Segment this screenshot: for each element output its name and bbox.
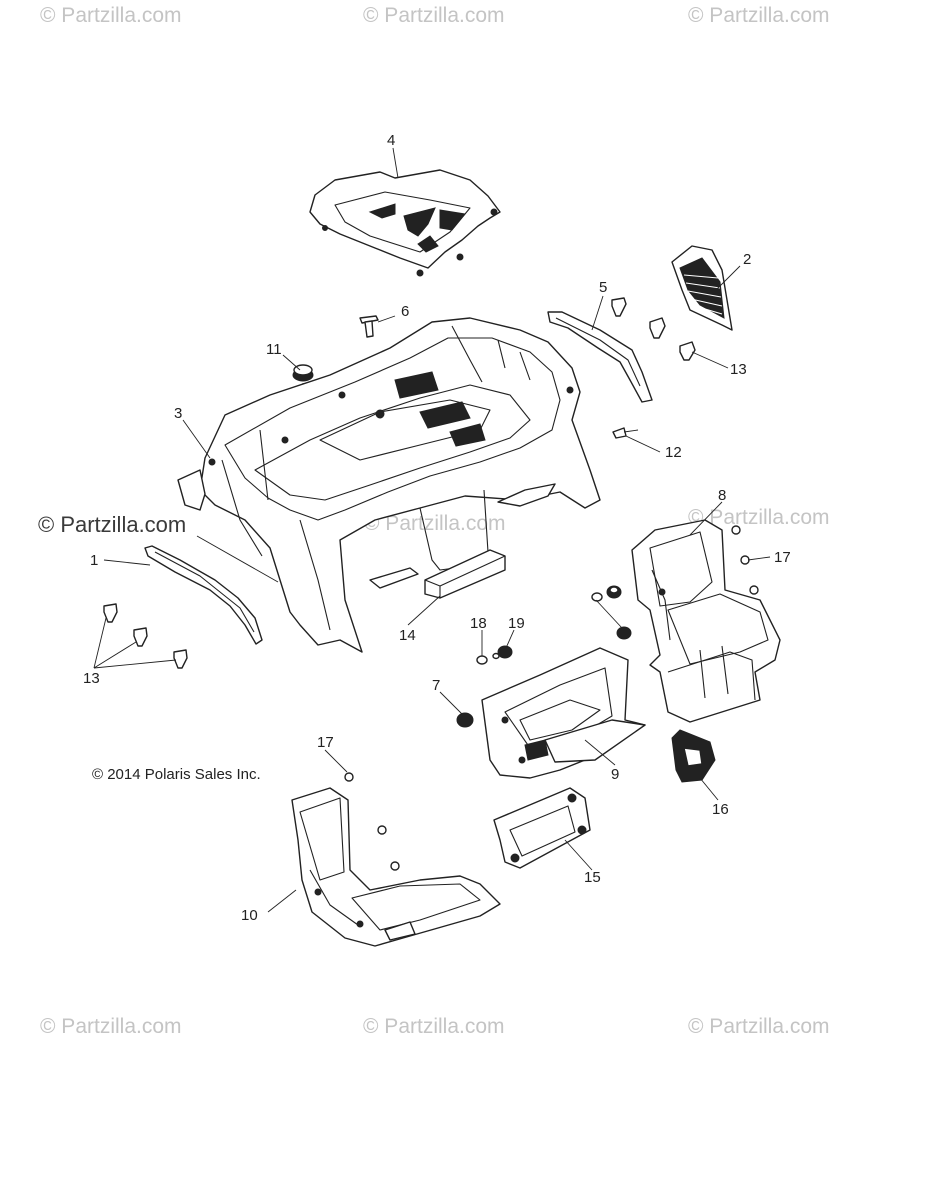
part-14-foam-strip — [424, 549, 506, 599]
bin-mount-hardware — [591, 585, 632, 640]
part-11-grommet — [292, 364, 314, 382]
part-3-cargo-box — [199, 317, 601, 653]
part-2-grille — [671, 245, 733, 331]
callout-3: 3 — [174, 405, 182, 422]
part-7-nut — [456, 712, 474, 728]
callout-17-left: 17 — [317, 734, 334, 751]
watermark: © Partzilla.com — [40, 4, 182, 27]
part-13-fastener-group-right — [611, 297, 696, 361]
watermark: © Partzilla.com — [688, 4, 830, 27]
callout-16: 16 — [712, 801, 729, 818]
callout-9: 9 — [611, 766, 619, 783]
part-9-bin-bracket — [481, 647, 646, 779]
callout-13-left: 13 — [83, 670, 100, 687]
leader-lines — [93, 147, 771, 913]
callout-18: 18 — [470, 615, 487, 632]
part-19-nut — [497, 645, 513, 659]
callout-10: 10 — [241, 907, 258, 924]
callout-1: 1 — [90, 552, 98, 569]
callout-19: 19 — [508, 615, 525, 632]
part-13-fastener-group-left — [103, 603, 188, 669]
callout-8: 8 — [718, 487, 726, 504]
callout-14: 14 — [399, 627, 416, 644]
callout-4: 4 — [387, 132, 395, 149]
copyright-notice: © 2014 Polaris Sales Inc. — [92, 766, 261, 783]
callout-6: 6 — [401, 303, 409, 320]
part-17-hardware-right — [731, 525, 759, 595]
part-10-lower-bin — [291, 787, 501, 947]
part-12-screw — [612, 427, 639, 439]
part-18-washer — [476, 652, 500, 665]
watermark: © Partzilla.com — [688, 506, 830, 529]
callout-17-right: 17 — [774, 549, 791, 566]
watermark: © Partzilla.com — [363, 4, 505, 27]
callout-11: 11 — [266, 341, 282, 358]
callout-labels: 4 2 5 6 11 3 12 13 8 17 1 13 14 18 19 7 … — [83, 132, 791, 924]
part-4-cargo-cover — [309, 169, 501, 277]
part-6-bolt — [359, 315, 379, 338]
callout-12: 12 — [665, 444, 682, 461]
watermark: © Partzilla.com — [40, 1015, 182, 1038]
callout-7: 7 — [432, 677, 440, 694]
part-5-side-trim — [547, 311, 653, 403]
part-15-cover-plate — [493, 787, 591, 869]
part-8-storage-bin — [631, 519, 781, 723]
callout-2: 2 — [743, 251, 751, 268]
callout-5: 5 — [599, 279, 607, 296]
part-1-side-trim — [144, 469, 263, 645]
watermark: © Partzilla.com — [364, 512, 506, 535]
watermark: © Partzilla.com — [363, 1015, 505, 1038]
part-17-hardware-left — [344, 772, 400, 871]
watermark: © Partzilla.com — [38, 512, 187, 537]
part-16-latch — [671, 729, 716, 783]
watermark: © Partzilla.com — [688, 1015, 830, 1038]
callout-13-right: 13 — [730, 361, 747, 378]
callout-15: 15 — [584, 869, 601, 886]
